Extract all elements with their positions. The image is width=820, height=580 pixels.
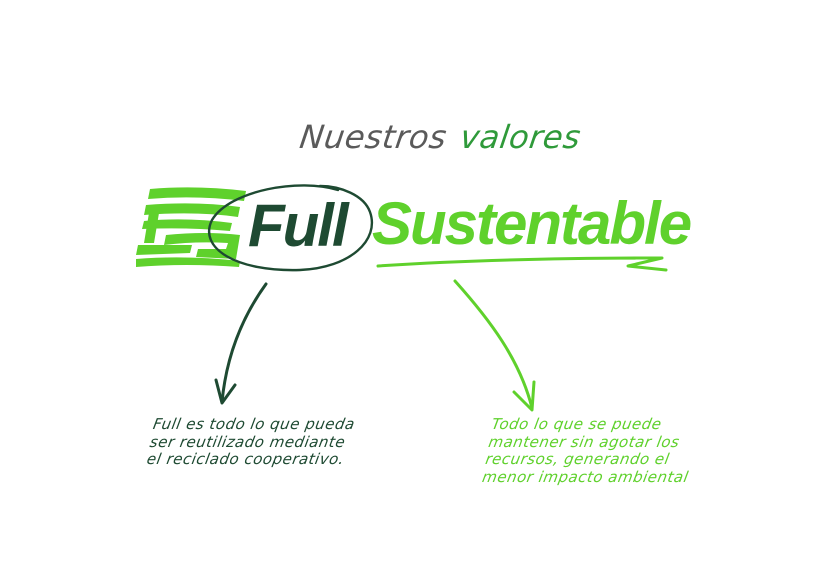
note-line: mantener sin agotar los (487, 432, 682, 451)
note-line: el reciclado cooperativo. (145, 450, 346, 468)
note-line: Full es todo lo que pueda (151, 415, 357, 433)
note-full-definition: Full es todo lo que pueda ser reutilizad… (145, 415, 399, 469)
note-line: menor impacto ambiental (480, 467, 691, 486)
note-line: Todo lo que se puede (490, 415, 664, 433)
logo-text-full: Full (248, 192, 349, 259)
underline-squiggle-icon (376, 256, 668, 272)
circle-around-full-icon (208, 184, 373, 272)
arrow-left-icon (220, 282, 268, 404)
stacked-lines-logo-icon (136, 187, 246, 267)
logo-text-sustentable: Sustentable (372, 190, 692, 257)
note-line: recursos, generando el (484, 450, 672, 468)
note-line: ser reutilizado mediante (148, 432, 347, 451)
arrow-right-icon (453, 279, 534, 410)
note-sustentable-definition: Todo lo que se puede mantener sin agotar… (480, 415, 738, 486)
